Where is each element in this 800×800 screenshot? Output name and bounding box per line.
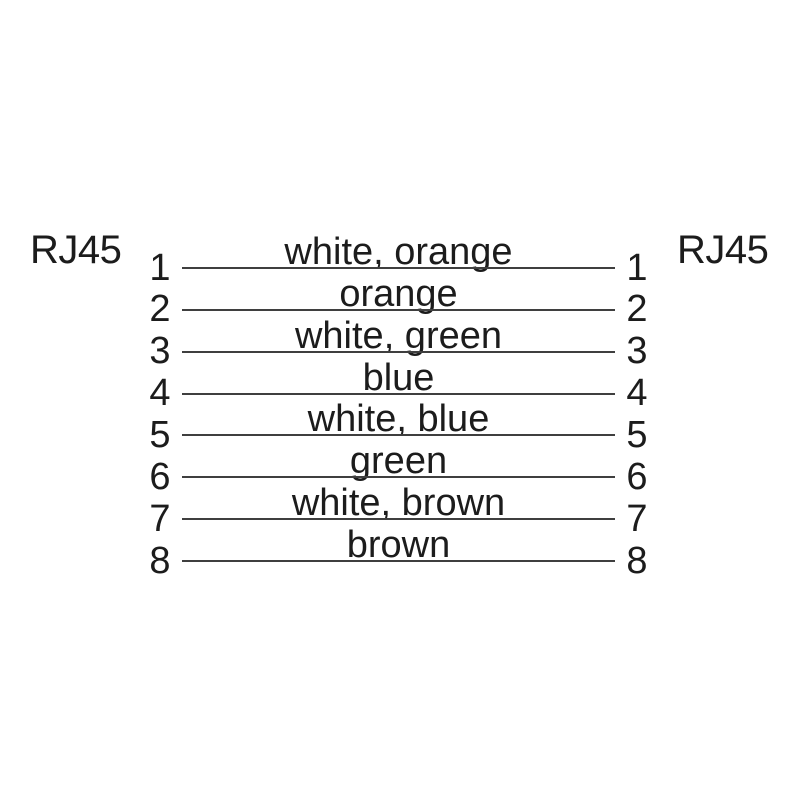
- pin-number-right: 1: [626, 246, 648, 289]
- wire-row: 2 orange 2: [146, 275, 651, 331]
- pin-number-right: 7: [626, 497, 648, 540]
- pin-number-right: 4: [626, 372, 648, 415]
- wire-line: [182, 392, 615, 395]
- pin-number-left: 8: [149, 539, 171, 582]
- wire-line: [182, 350, 615, 353]
- wire-row: 8 brown 8: [146, 526, 651, 582]
- pin-number-right: 2: [626, 288, 648, 331]
- pin-number-left: 1: [149, 246, 171, 289]
- wire-color-label: orange: [339, 272, 458, 315]
- pin-number-right: 8: [626, 539, 648, 582]
- wire-color-label: white, brown: [291, 482, 506, 525]
- wire-row: 5 white, blue 5: [146, 400, 651, 456]
- wire-line-wrap: white, orange: [182, 233, 615, 289]
- pin-number-left: 4: [149, 372, 171, 415]
- pin-number-left: 2: [149, 288, 171, 331]
- wire-color-label: blue: [362, 356, 435, 399]
- pin-number-right: 5: [626, 413, 648, 456]
- pin-number-left: 3: [149, 330, 171, 373]
- wire-color-label: white, blue: [307, 398, 490, 441]
- wire-line-wrap: orange: [182, 275, 615, 331]
- wire-color-label: white, green: [294, 314, 502, 357]
- wire-line-wrap: green: [182, 442, 615, 498]
- wire-line: [182, 518, 615, 521]
- wire-line: [182, 267, 615, 269]
- wire-line: [182, 434, 615, 437]
- wire-line-wrap: white, green: [182, 317, 615, 373]
- wire-row: 7 white, brown 7: [146, 484, 651, 540]
- wire-line-wrap: white, brown: [182, 484, 615, 540]
- connector-label-right: RJ45: [677, 228, 769, 272]
- wire-row: 3 white, green 3: [146, 317, 651, 373]
- wire-row: 6 green 6: [146, 442, 651, 498]
- wire-line-wrap: brown: [182, 526, 615, 582]
- wire-line-wrap: blue: [182, 359, 615, 415]
- wire-line: [182, 476, 615, 479]
- pin-number-left: 6: [149, 455, 171, 498]
- wire-row: 1 white, orange 1: [146, 233, 651, 289]
- pin-number-right: 3: [626, 330, 648, 373]
- wire-color-label: white, orange: [284, 231, 513, 273]
- pin-number-right: 6: [626, 455, 648, 498]
- wire-line-wrap: white, blue: [182, 400, 615, 456]
- wire-line: [182, 560, 615, 563]
- pin-number-left: 7: [149, 497, 171, 540]
- wire-line: [182, 308, 615, 311]
- wire-color-label: green: [349, 440, 448, 483]
- wire-color-label: brown: [346, 524, 451, 567]
- pin-number-left: 5: [149, 413, 171, 456]
- connector-label-left: RJ45: [30, 228, 122, 272]
- wire-row: 4 blue 4: [146, 359, 651, 415]
